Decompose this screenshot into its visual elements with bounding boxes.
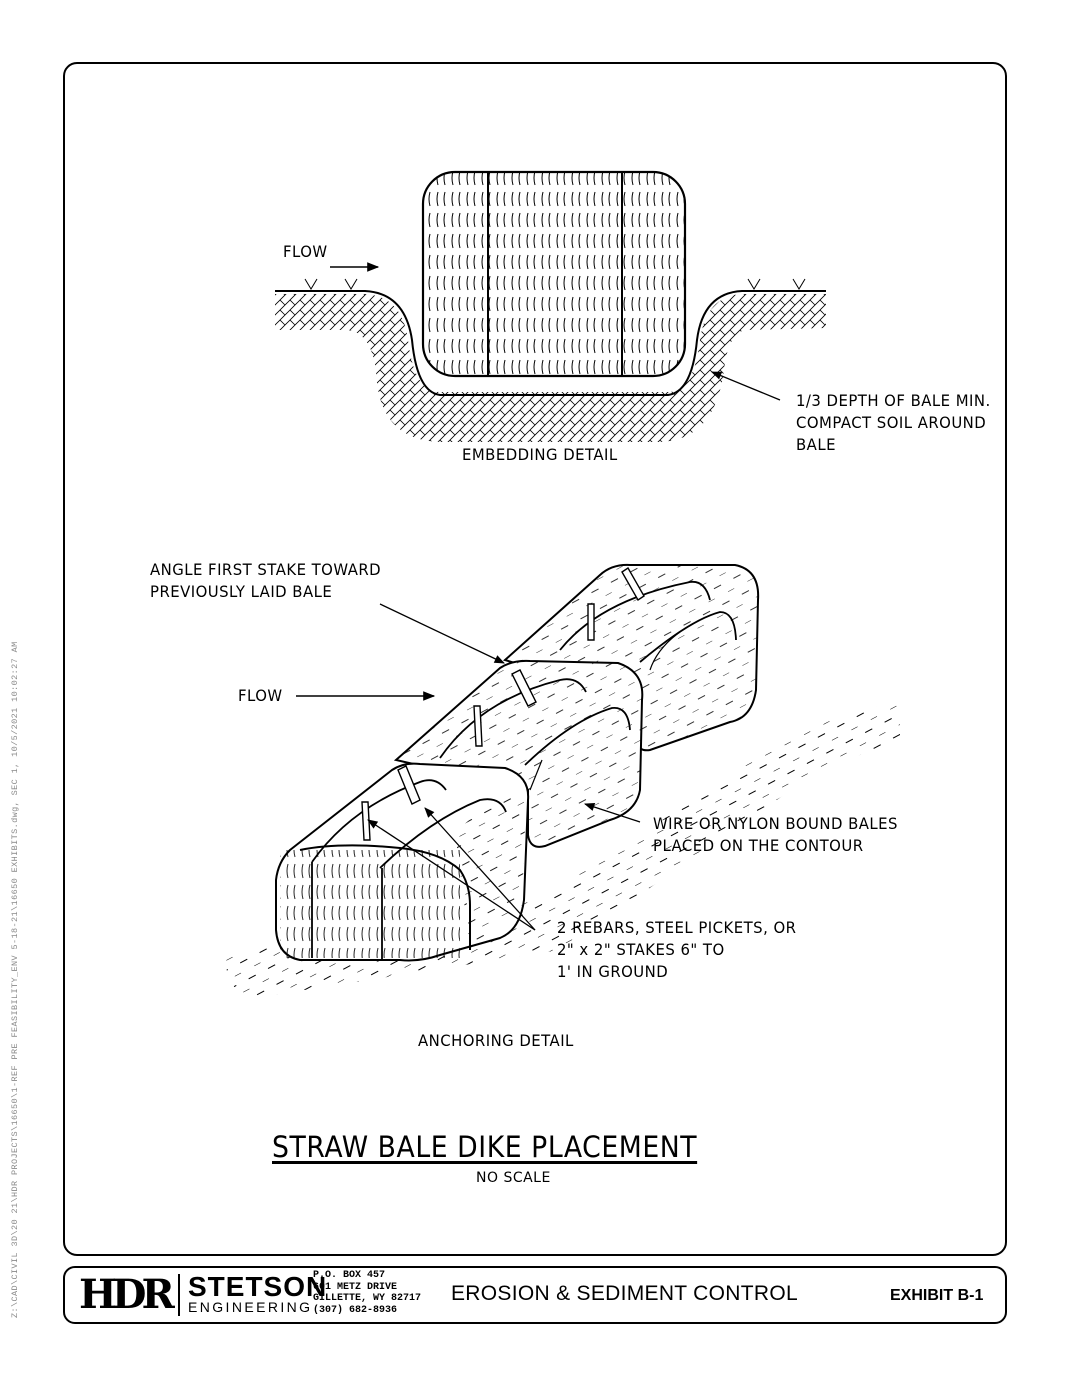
- bales-leader: [584, 802, 641, 823]
- grass-symbol: [304, 278, 806, 290]
- embedding-flow-label: FLOW: [283, 242, 328, 261]
- depth-leader: [711, 371, 781, 401]
- rebar-leader-1: [424, 807, 536, 931]
- engineering-logo: ENGINEERING: [188, 1299, 313, 1315]
- ground-line: [275, 290, 826, 396]
- address-line-2: 601 METZ DRIVE: [313, 1281, 398, 1293]
- scale-note: NO SCALE: [476, 1170, 551, 1186]
- title-block: [63, 1266, 1007, 1324]
- stake-note-line-1: ANGLE FIRST STAKE TOWARD: [150, 560, 382, 579]
- stake-leader: [379, 603, 505, 664]
- logo-divider: [178, 1274, 180, 1316]
- anchoring-detail-label: ANCHORING DETAIL: [418, 1031, 574, 1050]
- straw-bale: [421, 170, 687, 378]
- bales-note-line-2: PLACED ON THE CONTOUR: [653, 836, 864, 855]
- anchoring-flow-label: FLOW: [238, 686, 283, 705]
- bale-back: [503, 563, 760, 752]
- rebar-note-line-1: 2 REBARS, STEEL PICKETS, OR: [557, 918, 797, 937]
- sheet-title: EROSION & SEDIMENT CONTROL: [451, 1282, 798, 1305]
- address-line-1: P.O. BOX 457: [313, 1270, 386, 1281]
- address-line-3: GILLETTE, WY 82717: [313, 1293, 422, 1304]
- drawing-border: [63, 62, 1007, 1256]
- exhibit-number: EXHIBIT B-1: [890, 1287, 984, 1304]
- rebar-leader-2: [367, 819, 536, 931]
- embedding-note-line-2: COMPACT SOIL AROUND: [796, 413, 987, 432]
- embedding-detail: [275, 170, 826, 442]
- stake-note-line-2: PREVIOUSLY LAID BALE: [150, 582, 333, 601]
- embedding-note-line-1: 1/3 DEPTH OF BALE MIN.: [796, 391, 991, 410]
- rebar-note-line-2: 2" x 2" STAKES 6" TO: [557, 940, 725, 959]
- drawing-title: STRAW BALE DIKE PLACEMENT: [272, 1130, 698, 1164]
- hdr-logo: HDR: [79, 1271, 175, 1318]
- bale-front: [275, 762, 530, 962]
- soil-hatch: [275, 294, 826, 442]
- stetson-logo: STETSON: [188, 1271, 328, 1302]
- embedding-note-line-3: BALE: [796, 435, 836, 454]
- ground-dashes: [220, 700, 900, 1000]
- company-address: P.O. BOX 457 601 METZ DRIVE GILLETTE, WY…: [313, 1270, 421, 1316]
- file-path-stamp: Z:\CAD\CIVIL 3D\20 21\HDR PROJECTS\16650…: [10, 641, 20, 1318]
- rebar-note-line-3: 1' IN GROUND: [557, 962, 669, 981]
- address-line-4: (307) 682-8936: [313, 1304, 398, 1316]
- bale-middle: [393, 659, 644, 848]
- stakes: [361, 567, 645, 841]
- bales-note-line-1: WIRE OR NYLON BOUND BALES: [653, 814, 898, 833]
- anchoring-detail: [220, 563, 900, 1000]
- embedding-detail-label: EMBEDDING DETAIL: [462, 445, 618, 464]
